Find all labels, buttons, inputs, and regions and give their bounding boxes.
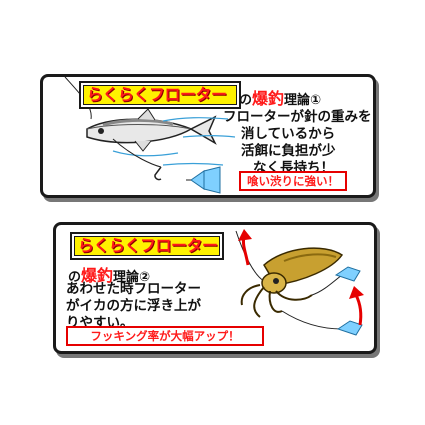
theory-prefix: の	[239, 93, 253, 108]
theory-description: あわせた時フローター がイカの方に浮き上が りやすい。	[66, 281, 201, 332]
floater-icon	[186, 166, 221, 194]
theory-panel-2: らくらくフローター の爆釣理論② あわせた時フローター がイカの方に浮き上が り…	[53, 222, 377, 354]
benefit-tag: 喰い渋りに強い！	[239, 171, 347, 191]
up-arrow-icon	[349, 286, 364, 326]
description-line: あわせた時フローター	[66, 281, 201, 297]
theory-heading: の爆釣理論①	[239, 85, 321, 109]
description-line: 活餌に負担が少	[241, 143, 336, 159]
theory-panel-1: らくらくフローター の爆釣理論① フローターが針の重みを 消しているから 活餌に…	[40, 74, 376, 198]
product-title: らくらくフローター	[70, 232, 224, 260]
up-arrow-icon	[238, 229, 252, 266]
description-line: がイカの方に浮き上が	[66, 298, 201, 314]
theory-highlight: 爆釣	[81, 266, 114, 285]
description-line: 消しているから	[241, 126, 336, 142]
fish-illustration	[64, 77, 236, 181]
theory-prefix: の	[68, 270, 82, 285]
description-line: フローターが針の重みを	[223, 109, 372, 125]
theory-highlight: 爆釣	[252, 89, 285, 108]
benefit-tag: フッキング率が大幅アップ！	[66, 326, 264, 346]
theory-description: フローターが針の重みを 消しているから 活餌に負担が少 なく長持ち！	[223, 109, 372, 177]
theory-suffix: 理論②	[113, 270, 151, 285]
theory-suffix: 理論①	[284, 93, 322, 108]
theory-heading: の爆釣理論②	[68, 262, 150, 286]
product-title: らくらくフローター	[79, 81, 241, 109]
squid-illustration	[235, 230, 363, 336]
